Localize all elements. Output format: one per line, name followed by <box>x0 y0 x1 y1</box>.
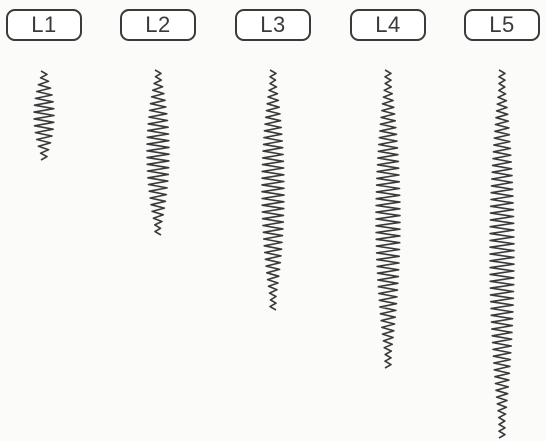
zigzag-stitch-l3 <box>223 0 323 441</box>
stitch-sample-l1: L1 <box>0 0 94 441</box>
stitch-sample-l4: L4 <box>338 0 438 441</box>
zigzag-stitch-path <box>147 70 169 235</box>
stitch-sample-l5: L5 <box>452 0 546 441</box>
stitch-sample-l3: L3 <box>223 0 323 441</box>
zigzag-stitch-path <box>34 71 54 160</box>
zigzag-stitch-path <box>262 70 284 310</box>
zigzag-stitch-l1 <box>0 0 94 441</box>
zigzag-stitch-path <box>490 70 514 438</box>
zigzag-stitch-l5 <box>452 0 546 441</box>
zigzag-stitch-path <box>376 70 400 368</box>
stitch-sample-l2: L2 <box>108 0 208 441</box>
zigzag-stitch-l4 <box>338 0 438 441</box>
zigzag-stitch-l2 <box>108 0 208 441</box>
